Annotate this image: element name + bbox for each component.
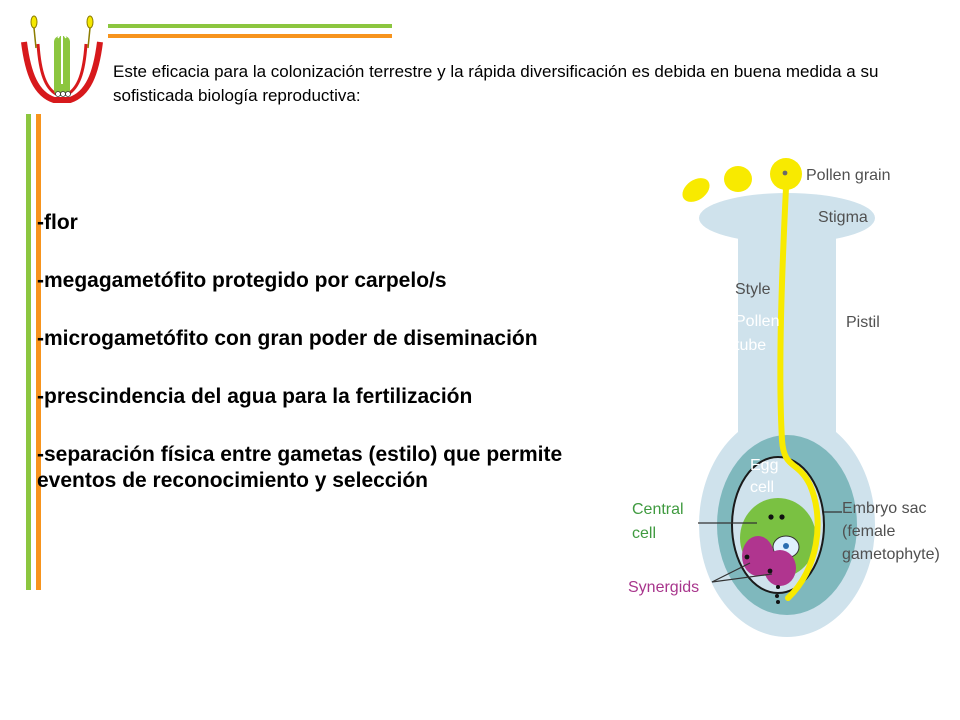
label-synergids: Synergids: [628, 579, 699, 596]
bullet-prescindencia: -prescindencia del agua para la fertiliz…: [37, 385, 473, 408]
label-style: Style: [735, 281, 771, 298]
label-pollen-grain: Pollen grain: [806, 167, 891, 184]
synergid-right-shape: [764, 550, 796, 586]
bullet-megagametofito: -megagametófito protegido por carpelo/s: [37, 269, 447, 292]
bullet-separacion: -separación física entre gametas (estilo…: [37, 443, 563, 492]
pistil-diagram: Pollen grain Stigma Style Pollen tube Pi…: [628, 158, 940, 637]
header-green-bar: [108, 24, 392, 28]
bullet-microgametofito: -microgametófito con gran poder de disem…: [37, 327, 538, 350]
label-pollen-tube-2: tube: [735, 337, 766, 354]
pollen-grain-middle: [724, 166, 752, 192]
label-central-cell-1: Central: [632, 501, 684, 518]
side-green-bar: [26, 114, 31, 590]
label-embryo-sac-2: (female: [842, 523, 895, 540]
label-egg-cell-1: Egg: [750, 457, 778, 474]
label-central-cell-2: cell: [632, 525, 656, 542]
intro-text: Este eficacia para la colonización terre…: [113, 62, 879, 105]
pollen-tube-shape: [777, 185, 821, 601]
label-embryo-sac-3: gametophyte): [842, 546, 940, 563]
bullet-list: -flor -megagametófito protegido por carp…: [37, 210, 617, 526]
header-orange-bar: [108, 34, 392, 38]
label-egg-cell-2: cell: [750, 479, 774, 496]
label-pollen-tube-1: Pollen: [735, 313, 779, 330]
label-embryo-sac-1: Embryo sac: [842, 500, 926, 517]
label-pistil: Pistil: [846, 314, 880, 331]
pollen-grain-left: [682, 178, 710, 202]
bullet-flor: -flor: [37, 211, 78, 234]
side-orange-bar: [36, 114, 41, 590]
flower-logo-icon: [21, 15, 103, 103]
label-stigma: Stigma: [818, 209, 868, 226]
